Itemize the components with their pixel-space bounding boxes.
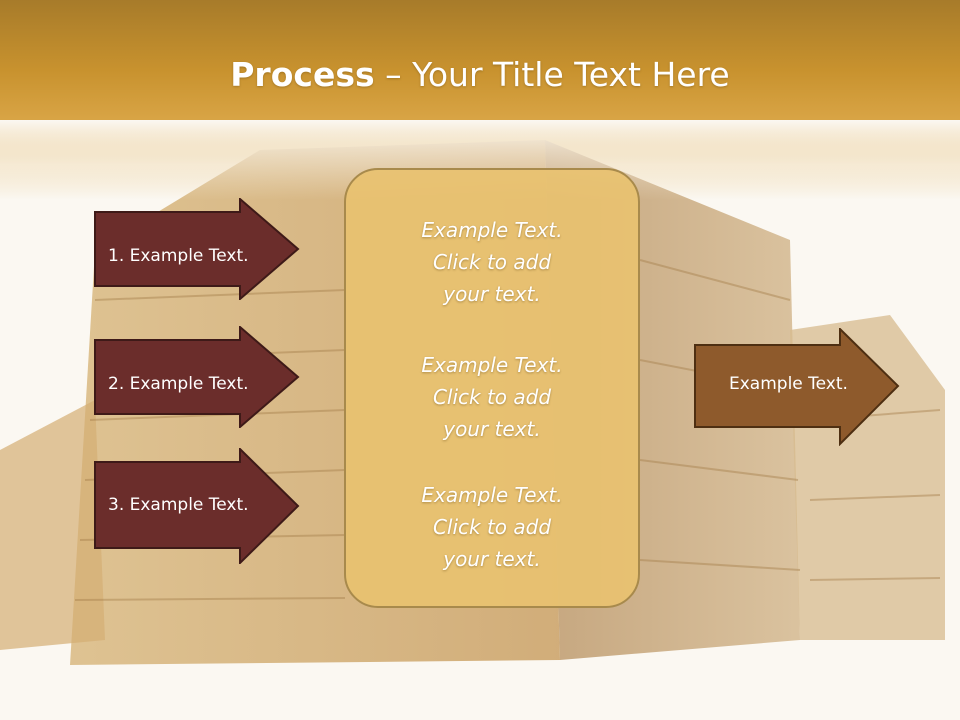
title-bold: Process — [230, 55, 375, 94]
step-arrow-1[interactable] — [94, 198, 300, 300]
center-item-3[interactable]: Example Text. Click to add your text. — [346, 479, 638, 575]
center-item-3-line1: Example Text. — [421, 483, 563, 507]
center-item-2-line3: your text. — [443, 417, 541, 441]
title-rest: – Your Title Text Here — [374, 55, 730, 94]
step-label-1: 1. Example Text. — [108, 246, 249, 266]
result-arrow[interactable] — [694, 328, 900, 446]
step-label-2: 2. Example Text. — [108, 374, 249, 394]
step-arrow-3[interactable] — [94, 448, 300, 564]
result-label: Example Text. — [729, 374, 848, 394]
center-item-1-line2: Click to add — [432, 250, 552, 274]
step-arrow-2[interactable] — [94, 326, 300, 428]
center-text-box[interactable]: Example Text. Click to add your text. Ex… — [344, 168, 640, 608]
center-item-3-line3: your text. — [443, 547, 541, 571]
center-item-2[interactable]: Example Text. Click to add your text. — [346, 349, 638, 445]
center-item-2-line2: Click to add — [432, 385, 552, 409]
center-item-2-line1: Example Text. — [421, 353, 563, 377]
center-item-1[interactable]: Example Text. Click to add your text. — [346, 214, 638, 310]
step-label-3: 3. Example Text. — [108, 495, 249, 515]
center-item-1-line3: your text. — [443, 282, 541, 306]
center-item-1-line1: Example Text. — [421, 218, 563, 242]
center-item-3-line2: Click to add — [432, 515, 552, 539]
slide-title[interactable]: Process – Your Title Text Here — [0, 52, 960, 98]
